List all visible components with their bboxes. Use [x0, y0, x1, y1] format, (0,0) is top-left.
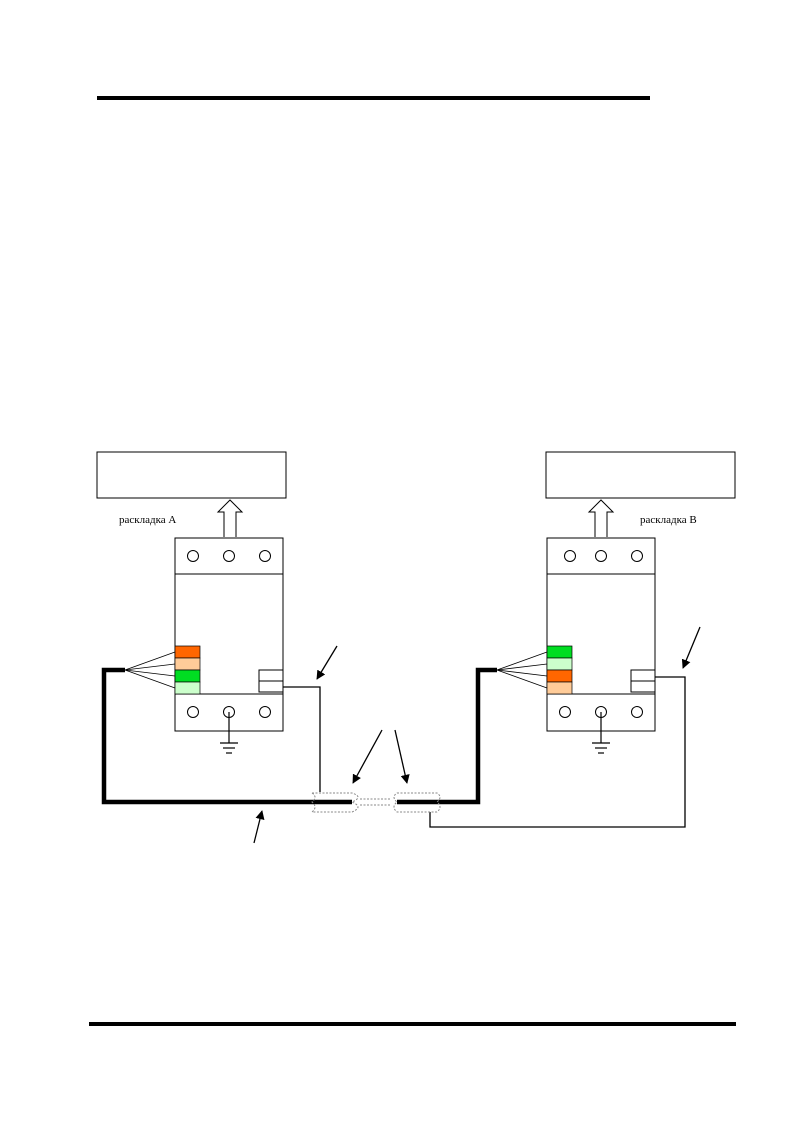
pair-light-green — [174, 681, 201, 695]
pair-wires-a — [124, 651, 176, 689]
pair-peach — [546, 681, 573, 695]
pair-light-green — [546, 657, 573, 671]
terminal-screw-icon — [187, 550, 199, 562]
pair-peach — [174, 657, 201, 671]
up-arrow-icon — [587, 499, 615, 537]
up-arrow-icon — [216, 499, 244, 537]
shield-wire-a — [283, 686, 321, 792]
pair-green — [174, 669, 201, 683]
ground-icon — [220, 712, 238, 754]
ground-icon — [592, 712, 610, 754]
terminal-screw-icon — [259, 706, 271, 718]
pair-green — [546, 645, 573, 659]
terminal-screw-icon — [631, 550, 643, 562]
pointer-arrow-icon — [352, 729, 383, 784]
wall-socket-a — [174, 537, 284, 732]
terminal-screw-icon — [564, 550, 576, 562]
device-box-b — [545, 451, 736, 499]
cable-a — [101, 667, 352, 805]
pair-orange — [174, 645, 201, 659]
pointer-arrow-icon — [394, 729, 410, 784]
terminal-screw-icon — [559, 706, 571, 718]
terminal-screw-icon — [223, 550, 235, 562]
pointer-arrow-icon — [316, 645, 338, 680]
pair-wires-b — [496, 651, 548, 689]
pointer-arrow-icon — [253, 810, 265, 844]
wall-socket-b — [546, 537, 656, 732]
terminal-screw-icon — [631, 706, 643, 718]
terminal-screw-icon — [187, 706, 199, 718]
pointer-arrow-icon — [681, 626, 701, 669]
terminal-screw-icon — [259, 550, 271, 562]
layout-b-label: раскладка В — [640, 514, 697, 526]
pair-orange — [546, 669, 573, 683]
shield-wire-b — [429, 676, 686, 828]
cable-b — [397, 667, 497, 805]
layout-a-label: раскладка А — [119, 514, 176, 526]
device-box-a — [96, 451, 287, 499]
terminal-screw-icon — [595, 550, 607, 562]
cable-break — [310, 792, 441, 813]
